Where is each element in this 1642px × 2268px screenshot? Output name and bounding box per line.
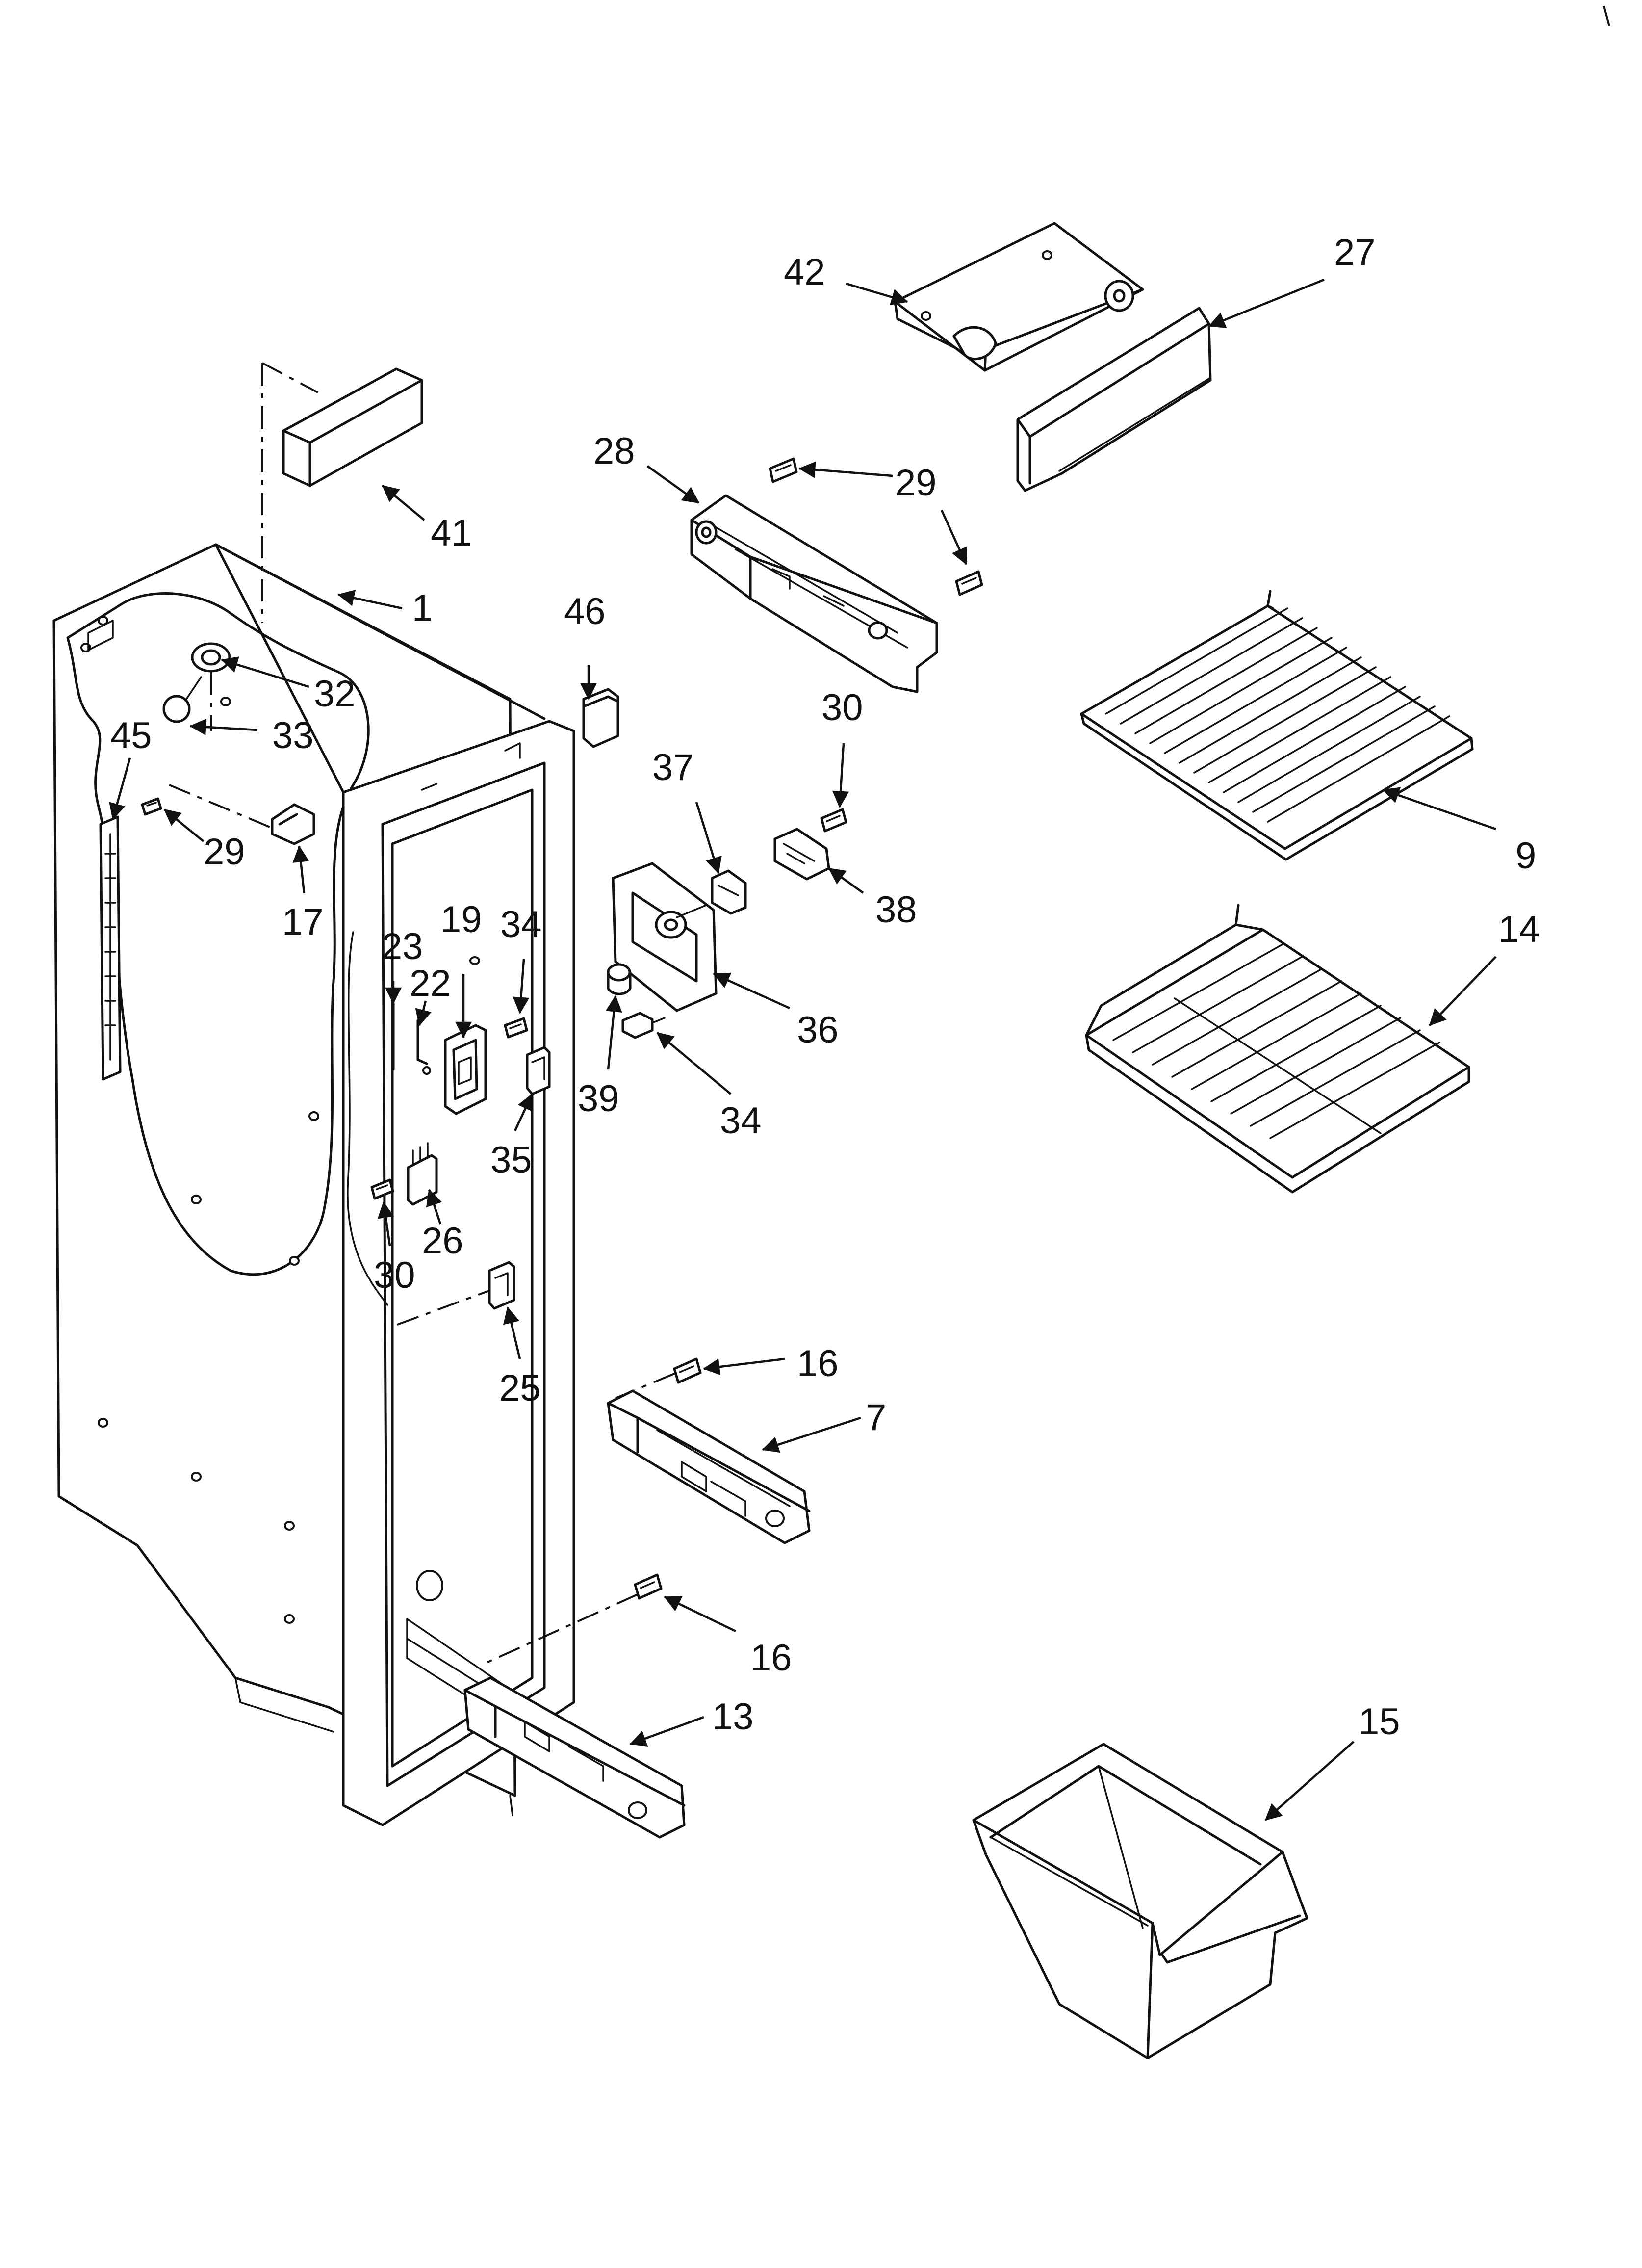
part-35-switch bbox=[526, 1046, 551, 1095]
part-42-hinge-cover bbox=[894, 222, 1144, 372]
callout-35: 35 bbox=[490, 1139, 532, 1181]
callout-45: 45 bbox=[110, 715, 152, 756]
part-17-bracket bbox=[271, 803, 315, 845]
part-45-shelf-rail bbox=[99, 815, 122, 1081]
part-29-screw-lower bbox=[955, 570, 983, 596]
part-22-clip bbox=[416, 1019, 431, 1075]
callout-17: 17 bbox=[282, 901, 324, 943]
callout-30-left: 30 bbox=[374, 1254, 415, 1296]
part-7-crisper-support bbox=[607, 1389, 811, 1544]
callout-7: 7 bbox=[866, 1397, 886, 1438]
callout-32: 32 bbox=[314, 673, 356, 715]
callout-36: 36 bbox=[797, 1009, 839, 1051]
callout-16-upper: 16 bbox=[797, 1343, 839, 1384]
callout-26: 26 bbox=[422, 1220, 463, 1262]
part-29-screw-top bbox=[769, 457, 798, 483]
callout-22: 22 bbox=[410, 963, 451, 1004]
callout-23: 23 bbox=[382, 926, 423, 967]
callout-27: 27 bbox=[1334, 232, 1376, 273]
callout-34-upper: 34 bbox=[500, 904, 542, 945]
part-38-circuit-board bbox=[773, 828, 830, 881]
callout-39: 39 bbox=[578, 1078, 619, 1120]
callout-labels: 42 27 28 29 41 1 46 32 33 45 30 29 37 9 … bbox=[110, 232, 1540, 1743]
part-32-light-socket bbox=[191, 642, 231, 673]
corner-mark: \ bbox=[1603, 2, 1610, 31]
part-16-screw-upper bbox=[673, 1357, 702, 1384]
part-25-switch bbox=[488, 1261, 515, 1310]
callout-34-lower: 34 bbox=[720, 1100, 762, 1142]
part-46-clip bbox=[582, 688, 619, 748]
part-33-light-bulb bbox=[162, 676, 202, 723]
callout-29-top: 29 bbox=[895, 462, 937, 504]
part-9-glass-shelf bbox=[1080, 590, 1474, 861]
part-30-screw-left bbox=[370, 1178, 394, 1200]
part-37-bracket bbox=[711, 869, 747, 915]
callout-42: 42 bbox=[784, 251, 825, 293]
part-15-crisper-pan bbox=[972, 1743, 1308, 2059]
part-28-control-housing bbox=[690, 494, 938, 693]
callout-38: 38 bbox=[875, 889, 917, 931]
part-27-air-diffuser-cover bbox=[1016, 307, 1212, 492]
part-39-knob bbox=[607, 963, 632, 995]
callout-28: 28 bbox=[593, 430, 635, 472]
part-36-control-assembly bbox=[612, 862, 718, 1012]
part-14-wire-shelf bbox=[1085, 904, 1470, 1194]
part-19-light-housing bbox=[444, 1024, 487, 1115]
callout-29-left: 29 bbox=[204, 831, 245, 873]
callout-30-right: 30 bbox=[821, 687, 863, 729]
callout-16-lower: 16 bbox=[750, 1637, 792, 1679]
part-34-screw-a bbox=[504, 1017, 528, 1039]
callout-46: 46 bbox=[564, 591, 606, 632]
leader-lines bbox=[109, 278, 1497, 1821]
part-34-screw-b bbox=[621, 1012, 666, 1039]
part-16-screw-lower bbox=[634, 1573, 663, 1600]
callout-41: 41 bbox=[431, 512, 472, 554]
callout-14: 14 bbox=[1498, 909, 1540, 950]
callout-1: 1 bbox=[412, 587, 433, 629]
callout-19: 19 bbox=[440, 899, 482, 940]
callout-9: 9 bbox=[1515, 835, 1536, 877]
callout-33: 33 bbox=[272, 715, 314, 756]
part-41-top-cover bbox=[282, 367, 423, 487]
part-13-crisper-support bbox=[463, 1676, 686, 1839]
part-30-screw-right bbox=[820, 808, 847, 833]
callout-15: 15 bbox=[1359, 1701, 1400, 1743]
callout-37: 37 bbox=[652, 747, 694, 788]
callout-25: 25 bbox=[499, 1367, 541, 1409]
callout-13: 13 bbox=[712, 1696, 754, 1738]
part-29-screw-left bbox=[141, 797, 162, 816]
